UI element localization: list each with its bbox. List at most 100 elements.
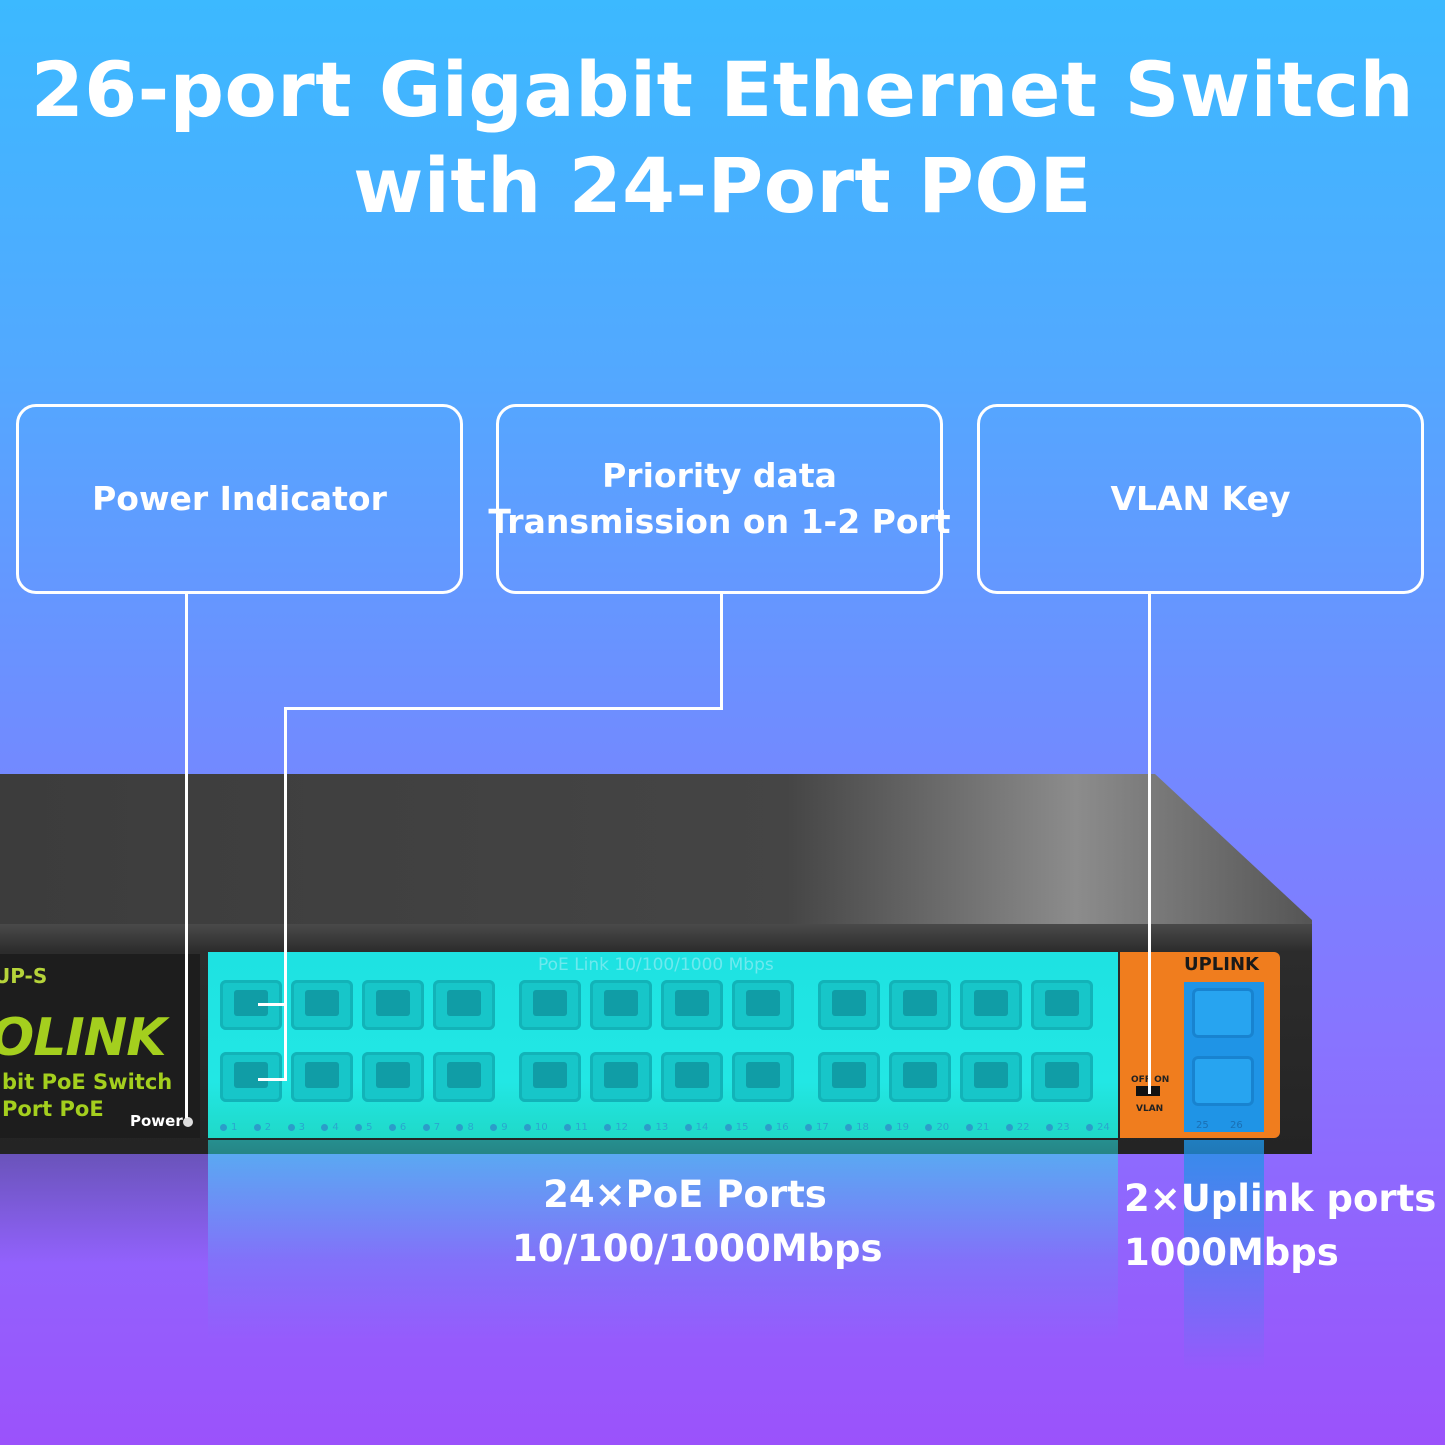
poe-port-number: 10: [524, 1122, 548, 1133]
switch-subtitle-2: Port PoE: [2, 1097, 104, 1121]
rj45-port: [362, 1052, 424, 1102]
link-led: [644, 1123, 652, 1131]
poe-panel-title: PoE Link 10/100/1000 Mbps: [538, 955, 774, 975]
connector-priority-drop: [720, 594, 723, 710]
uplink-port-25: [1192, 988, 1254, 1038]
connector-port-2-tick: [258, 1078, 287, 1081]
poe-port-number-text: 9: [501, 1121, 508, 1133]
uplink-ports-caption-line-2: 1000Mbps: [1124, 1231, 1339, 1274]
brand-logo: OLINK: [0, 1008, 167, 1068]
link-led: [422, 1123, 430, 1131]
rj45-port: [291, 980, 353, 1030]
rj45-port: [433, 1052, 495, 1102]
poe-port-number: 3: [287, 1121, 305, 1133]
power-led: [183, 1117, 193, 1127]
uplink-ports-caption-line-1: 2×Uplink ports: [1124, 1177, 1437, 1220]
poe-port-number-text: 3: [298, 1121, 305, 1133]
poe-port-number-text: 20: [936, 1121, 950, 1133]
poe-port-number-text: 13: [655, 1121, 669, 1133]
poe-port-number-text: 8: [467, 1121, 474, 1133]
callout-vlan-text: VLAN Key: [1110, 479, 1291, 518]
link-led: [604, 1123, 612, 1131]
poe-port-number: 24: [1086, 1122, 1110, 1133]
link-led: [965, 1123, 973, 1131]
link-led: [764, 1123, 772, 1131]
link-led: [321, 1123, 329, 1131]
poe-ports-caption-line-1: 24×PoE Ports: [543, 1173, 827, 1216]
switch-top-face: [0, 774, 1312, 924]
uplink-reflection: [1184, 1140, 1264, 1370]
connector-vlan-vertical: [1148, 594, 1151, 1094]
poe-port-number: 22: [1005, 1121, 1030, 1133]
switch-subtitle-1: bit PoE Switch: [2, 1070, 173, 1094]
link-led: [1086, 1123, 1093, 1131]
poe-port-number-text: 5: [366, 1121, 373, 1133]
callout-vlan-key: VLAN Key: [977, 404, 1424, 594]
link-led: [684, 1123, 692, 1131]
link-led: [1045, 1123, 1053, 1131]
rj45-port: [1031, 980, 1093, 1030]
poe-port-number: 18: [845, 1122, 869, 1133]
link-led: [456, 1123, 464, 1131]
uplink-port-26: [1192, 1056, 1254, 1106]
poe-port-number: 14: [684, 1122, 708, 1133]
poe-port-number-text: 23: [1056, 1121, 1070, 1133]
poe-port-number: 1: [220, 1122, 237, 1133]
rj45-port: [661, 980, 723, 1030]
switch-brand-plate: [0, 954, 200, 1138]
rj45-port: [732, 1052, 794, 1102]
rj45-port: [889, 1052, 951, 1102]
poe-port-number: 11: [564, 1122, 588, 1133]
rj45-port: [590, 1052, 652, 1102]
poe-port-number: 21: [965, 1121, 990, 1133]
callout-priority-line-2: Transmission on 1-2 Port: [488, 502, 951, 541]
link-led: [253, 1123, 261, 1131]
link-led: [220, 1123, 227, 1131]
poe-port-number-text: 21: [976, 1121, 990, 1133]
link-led: [1005, 1123, 1013, 1131]
poe-port-number: 2: [253, 1122, 271, 1133]
poe-port-number: 9: [490, 1121, 508, 1133]
rj45-port: [1031, 1052, 1093, 1102]
brand-plate-reflection: [0, 1154, 208, 1264]
poe-port-number: 7: [422, 1122, 440, 1133]
link-led: [564, 1123, 572, 1131]
rj45-port: [960, 980, 1022, 1030]
callout-priority-transmission: Priority data Transmission on 1-2 Port: [488, 404, 951, 594]
rj45-port: [519, 1052, 581, 1102]
link-led: [724, 1123, 732, 1131]
model-label: UP-S: [0, 964, 48, 988]
poe-port-number: 5: [355, 1121, 373, 1133]
poe-port-number: 4: [321, 1122, 339, 1133]
link-led: [925, 1123, 933, 1131]
poe-port-number-text: 17: [816, 1121, 829, 1133]
link-led: [355, 1123, 363, 1131]
poe-port-number-text: 22: [1016, 1121, 1030, 1133]
poe-port-number: 17: [805, 1122, 829, 1133]
callout-power-indicator: Power Indicator: [16, 404, 463, 594]
rj45-port: [362, 980, 424, 1030]
rj45-port: [220, 1052, 282, 1102]
connector-priority-horizontal: [284, 707, 723, 710]
poe-port-number: 8: [456, 1121, 474, 1133]
connector-power-vertical: [185, 594, 188, 1118]
poe-port-number: 15: [724, 1122, 748, 1133]
link-led: [388, 1123, 396, 1131]
poe-port-row-bottom: [220, 1052, 1117, 1102]
poe-port-number: 13: [644, 1122, 668, 1133]
poe-port-number-text: 18: [856, 1121, 869, 1133]
rj45-port: [818, 1052, 880, 1102]
rj45-port: [291, 1052, 353, 1102]
rj45-port: [661, 1052, 723, 1102]
poe-port-number: 12: [604, 1122, 628, 1133]
poe-port-number-text: 1: [231, 1121, 238, 1133]
poe-port-number-text: 16: [775, 1121, 789, 1133]
connector-port-1-tick: [258, 1003, 287, 1006]
callout-power-text: Power Indicator: [92, 479, 387, 518]
link-led: [490, 1123, 498, 1131]
poe-port-row-top: [220, 980, 1117, 1030]
poe-ports-caption: 24×PoE Ports 10/100/1000Mbps: [512, 1168, 883, 1276]
poe-ports-caption-line-2: 10/100/1000Mbps: [512, 1227, 883, 1270]
uplink-port-number: 25: [1196, 1120, 1209, 1131]
link-led: [805, 1123, 813, 1131]
